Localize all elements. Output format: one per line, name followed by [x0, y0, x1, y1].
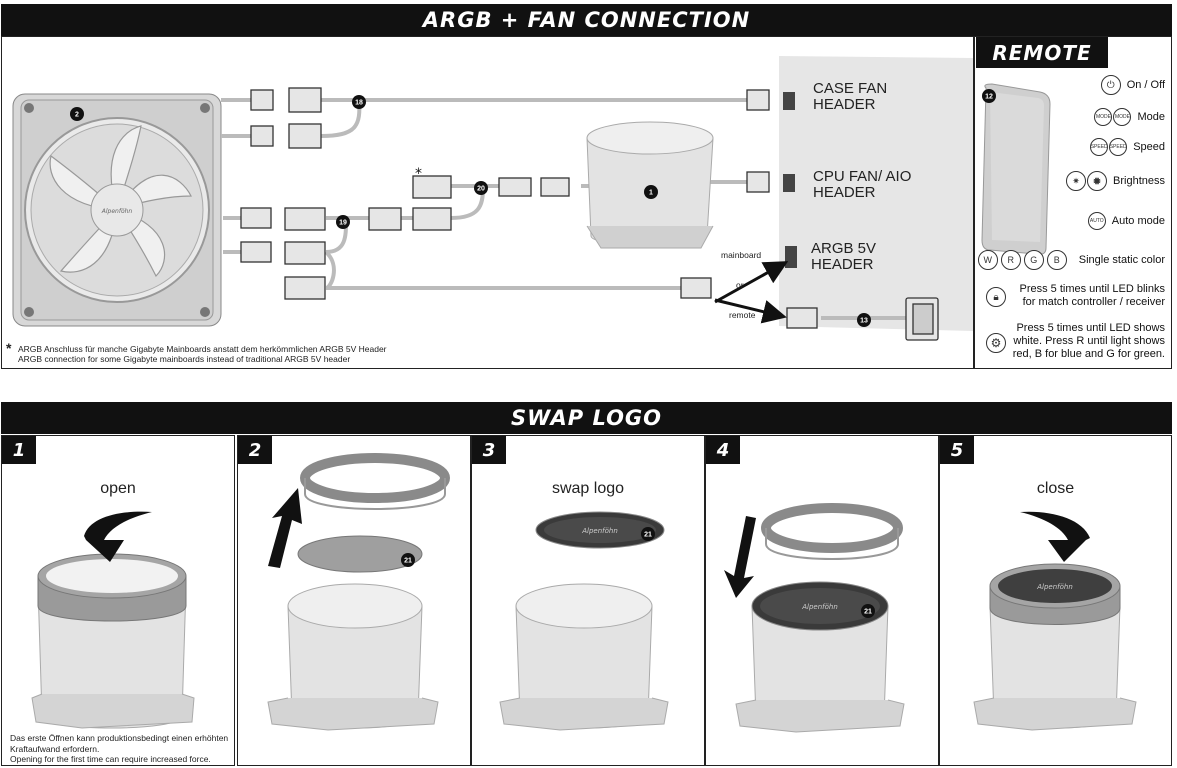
- step-1-illustration: [31, 511, 195, 729]
- mode-label: Mode: [1137, 111, 1165, 123]
- arrow-mainboard: [714, 261, 789, 304]
- white-button-icon: W: [977, 250, 998, 270]
- argb-label-2: HEADER: [811, 256, 874, 273]
- step-2-badge: 21: [404, 558, 412, 565]
- step-5-number: 5: [940, 436, 974, 464]
- arrow-remote: [714, 298, 787, 324]
- red-button-icon: R: [1000, 250, 1021, 270]
- green-button-icon: G: [1023, 250, 1044, 270]
- step-1-note-en: Opening for the first time can require i…: [10, 754, 211, 764]
- speed-down-icon: SPEED: [1109, 138, 1128, 156]
- argb-label-1: ARGB 5V: [811, 240, 876, 257]
- step-2-number: 2: [238, 436, 272, 464]
- mode-down-icon: MODE: [1113, 108, 1132, 126]
- remote-illustration: 12: [981, 83, 1051, 255]
- footnote-en: ARGB connection for some Gigabyte mainbo…: [18, 354, 351, 364]
- or-label: or: [736, 280, 744, 290]
- step-2-panel: 21 2: [237, 435, 471, 766]
- footnote-de: ARGB Anschluss für manche Gigabyte Mainb…: [18, 344, 387, 354]
- step-4-illustration: Alpenföhn 21: [724, 503, 905, 733]
- step-3-panel: Alpenföhn 21 3 swap logo: [471, 435, 705, 766]
- badge-20: 20: [477, 186, 485, 193]
- footnote-asterisk: *: [6, 340, 12, 356]
- remote-divider: [973, 36, 975, 369]
- on-off-label: On / Off: [1126, 79, 1165, 91]
- svg-text:Alpenföhn: Alpenföhn: [101, 208, 133, 215]
- svg-text:Alpenföhn: Alpenföhn: [1036, 583, 1073, 591]
- remote-mode: MODE MODE Mode: [1094, 108, 1165, 126]
- case-fan-label-2: HEADER: [813, 96, 876, 113]
- callout-badges: 2 18 19 20 1 13: [70, 95, 871, 327]
- step-1-note: Das erste Öffnen kann produktionsbedingt…: [10, 733, 228, 765]
- auto-mode-label: Auto mode: [1111, 215, 1165, 227]
- brightness-label: Brightness: [1113, 175, 1165, 187]
- step-1-note-de-2: Kraftaufwand erfordern.: [10, 743, 100, 754]
- step-5-panel: Alpenföhn 5 close: [939, 435, 1172, 766]
- pair-line-1: Press 5 times until LED blinks: [1019, 283, 1166, 295]
- badge-19: 19: [339, 220, 347, 227]
- pump-illustration: [586, 121, 714, 249]
- cpu-fan-label-2: HEADER: [813, 184, 876, 201]
- remote-on-off: ⏻ On / Off: [1100, 75, 1165, 95]
- svg-text:Alpenföhn: Alpenföhn: [581, 527, 618, 535]
- lock-icon: 🔒︎: [986, 287, 1006, 307]
- brightness-up-icon: ✹: [1087, 171, 1108, 191]
- remote-brightness: ✷ ✹ Brightness: [1066, 171, 1165, 191]
- badge-fan: 2: [75, 112, 79, 119]
- speed-up-icon: SPEED: [1090, 138, 1109, 156]
- white-line-3: red, B for blue and G for green.: [1012, 348, 1165, 360]
- white-instructions: Press 5 times until LED shows white. Pre…: [1013, 322, 1165, 361]
- step-1-note-de-1: Das erste Öffnen kann produktionsbedingt…: [10, 733, 229, 743]
- step-3-illustration: Alpenföhn 21: [499, 511, 669, 731]
- case-fan-label-1: CASE FAN: [813, 80, 887, 97]
- cpu-fan-label-1: CPU FAN/ AIO: [813, 168, 911, 185]
- step-1-label: open: [100, 480, 136, 497]
- connectors: [240, 87, 939, 341]
- svg-text:Alpenföhn: Alpenföhn: [801, 603, 838, 611]
- step-4-badge: 21: [864, 609, 872, 616]
- step-1-panel: 1 open Das erste Öffnen kann produktions…: [1, 435, 235, 766]
- remote-auto: AUTO Auto mode: [1087, 212, 1165, 230]
- step-4-number: 4: [706, 436, 740, 464]
- white-line-2: white. Press R until light shows: [1013, 335, 1165, 347]
- header-pins: [783, 92, 797, 268]
- asterisk-mark: *: [415, 166, 422, 182]
- step-4-panel: Alpenföhn 21 4: [705, 435, 939, 766]
- step-1-number: 1: [2, 436, 36, 464]
- white-line-1: Press 5 times until LED shows: [1016, 322, 1165, 334]
- step-3-label: swap logo: [551, 480, 625, 497]
- badge-remote: 12: [985, 94, 993, 101]
- remote-speed: SPEED SPEED Speed: [1090, 138, 1165, 156]
- gear-icon: ⚙: [986, 333, 1006, 353]
- speed-label: Speed: [1133, 141, 1165, 153]
- mode-up-icon: MODE: [1094, 108, 1113, 126]
- badge-pump: 1: [649, 190, 653, 197]
- pair-instructions: Press 5 times until LED blinks for match…: [1020, 283, 1166, 309]
- badge-18: 18: [355, 100, 363, 107]
- auto-icon: AUTO: [1087, 212, 1106, 230]
- brightness-down-icon: ✷: [1066, 171, 1087, 191]
- step-3-number: 3: [472, 436, 506, 464]
- badge-13: 13: [860, 318, 868, 325]
- static-color-label: Single static color: [1078, 254, 1165, 266]
- pair-line-2: for match controller / receiver: [1022, 296, 1165, 308]
- blue-button-icon: B: [1046, 250, 1067, 270]
- remote-banner: REMOTE: [976, 37, 1108, 68]
- connection-diagram: Alpenföhn: [12, 56, 973, 341]
- step-2-illustration: 21: [267, 453, 450, 731]
- mainboard-label: mainboard: [721, 250, 761, 260]
- step-5-label: close: [1036, 480, 1075, 497]
- connection-banner: ARGB + FAN CONNECTION: [1, 4, 1172, 36]
- footnote: * ARGB Anschluss für manche Gigabyte Mai…: [6, 340, 387, 364]
- remote-static-color: W R G B Single static color: [977, 250, 1165, 270]
- header-panel: [779, 56, 973, 331]
- step-3-badge: 21: [644, 532, 652, 539]
- fan-illustration: Alpenföhn: [12, 93, 222, 327]
- step-5-illustration: Alpenföhn: [973, 511, 1137, 731]
- power-icon: ⏻: [1100, 75, 1121, 95]
- swap-logo-banner: SWAP LOGO: [1, 402, 1172, 434]
- remote-route-label: remote: [729, 310, 756, 320]
- connection-frame: [1, 36, 1172, 369]
